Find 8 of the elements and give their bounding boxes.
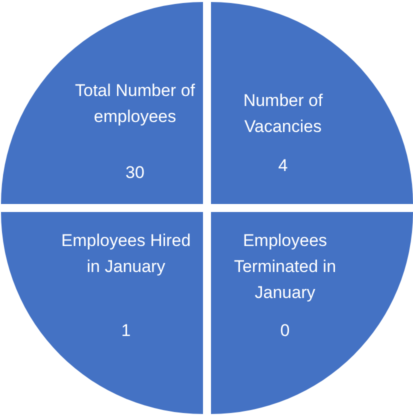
- segment-label: Number of Vacancies: [242, 90, 324, 138]
- segment-label: Employees Hired in January: [61, 230, 191, 278]
- segment-label: Total Number of employees: [74, 80, 196, 128]
- segment-value: 30: [124, 162, 146, 184]
- segment-value: 0: [279, 320, 291, 342]
- segment-value: 4: [277, 155, 289, 177]
- segment-label: Employees Terminated in January: [232, 230, 338, 304]
- segment-value: 1: [120, 320, 132, 342]
